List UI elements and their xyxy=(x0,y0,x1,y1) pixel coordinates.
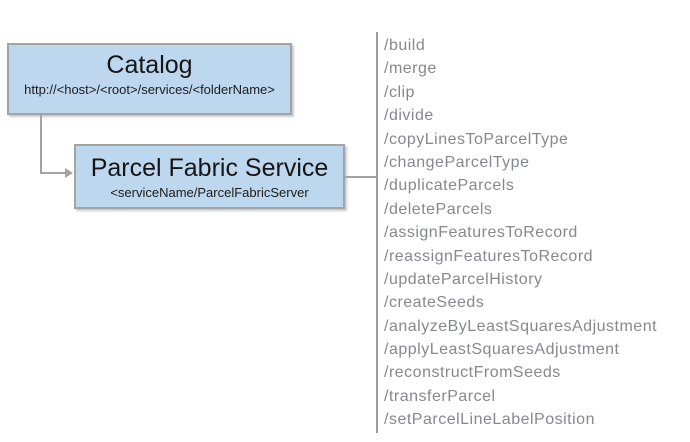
operation-item: /duplicateParcels xyxy=(384,177,515,195)
operation-item: /createSeeds xyxy=(384,294,485,312)
catalog-title: Catalog xyxy=(106,51,193,79)
operation-item: /build xyxy=(384,37,426,54)
catalog-connector-vertical-line xyxy=(40,114,42,173)
catalog-connector-horizontal-line xyxy=(40,172,66,174)
operation-item: /copyLinesToParcelType xyxy=(384,130,569,148)
operation-item: /divide xyxy=(384,107,434,125)
parcel-fabric-service-node: Parcel Fabric Service <serviceName/Parce… xyxy=(74,144,345,209)
operation-item: /merge xyxy=(384,60,437,78)
operation-item: /reconstructFromSeeds xyxy=(384,364,561,382)
operation-item: /analyzeByLeastSquaresAdjustment xyxy=(384,317,658,335)
operation-item: /updateParcelHistory xyxy=(384,270,543,288)
operation-item: /assignFeaturesToRecord xyxy=(384,224,578,242)
operation-item: /reassignFeaturesToRecord xyxy=(384,247,594,265)
operation-item: /transferParcel xyxy=(384,387,496,405)
catalog-node: Catalog http://<host>/<root>/services/<f… xyxy=(7,43,292,115)
operation-item: /applyLeastSquaresAdjustment xyxy=(384,341,620,359)
operation-item: /setParcelLineLabelPosition xyxy=(384,411,595,429)
operation-item: /deleteParcels xyxy=(384,200,493,218)
arrow-right-icon xyxy=(65,168,73,178)
catalog-url-pattern: http://<host>/<root>/services/<folderNam… xyxy=(24,82,275,97)
operations-list: /build/merge/clip/divide/copyLinesToParc… xyxy=(384,34,684,432)
operation-item: /changeParcelType xyxy=(384,153,530,171)
operation-item: /clip xyxy=(384,83,415,101)
service-to-operations-connector xyxy=(345,176,376,178)
operations-divider-line xyxy=(376,32,378,433)
service-url-pattern: <serviceName/ParcelFabricServer xyxy=(110,185,309,200)
service-title: Parcel Fabric Service xyxy=(90,154,329,182)
